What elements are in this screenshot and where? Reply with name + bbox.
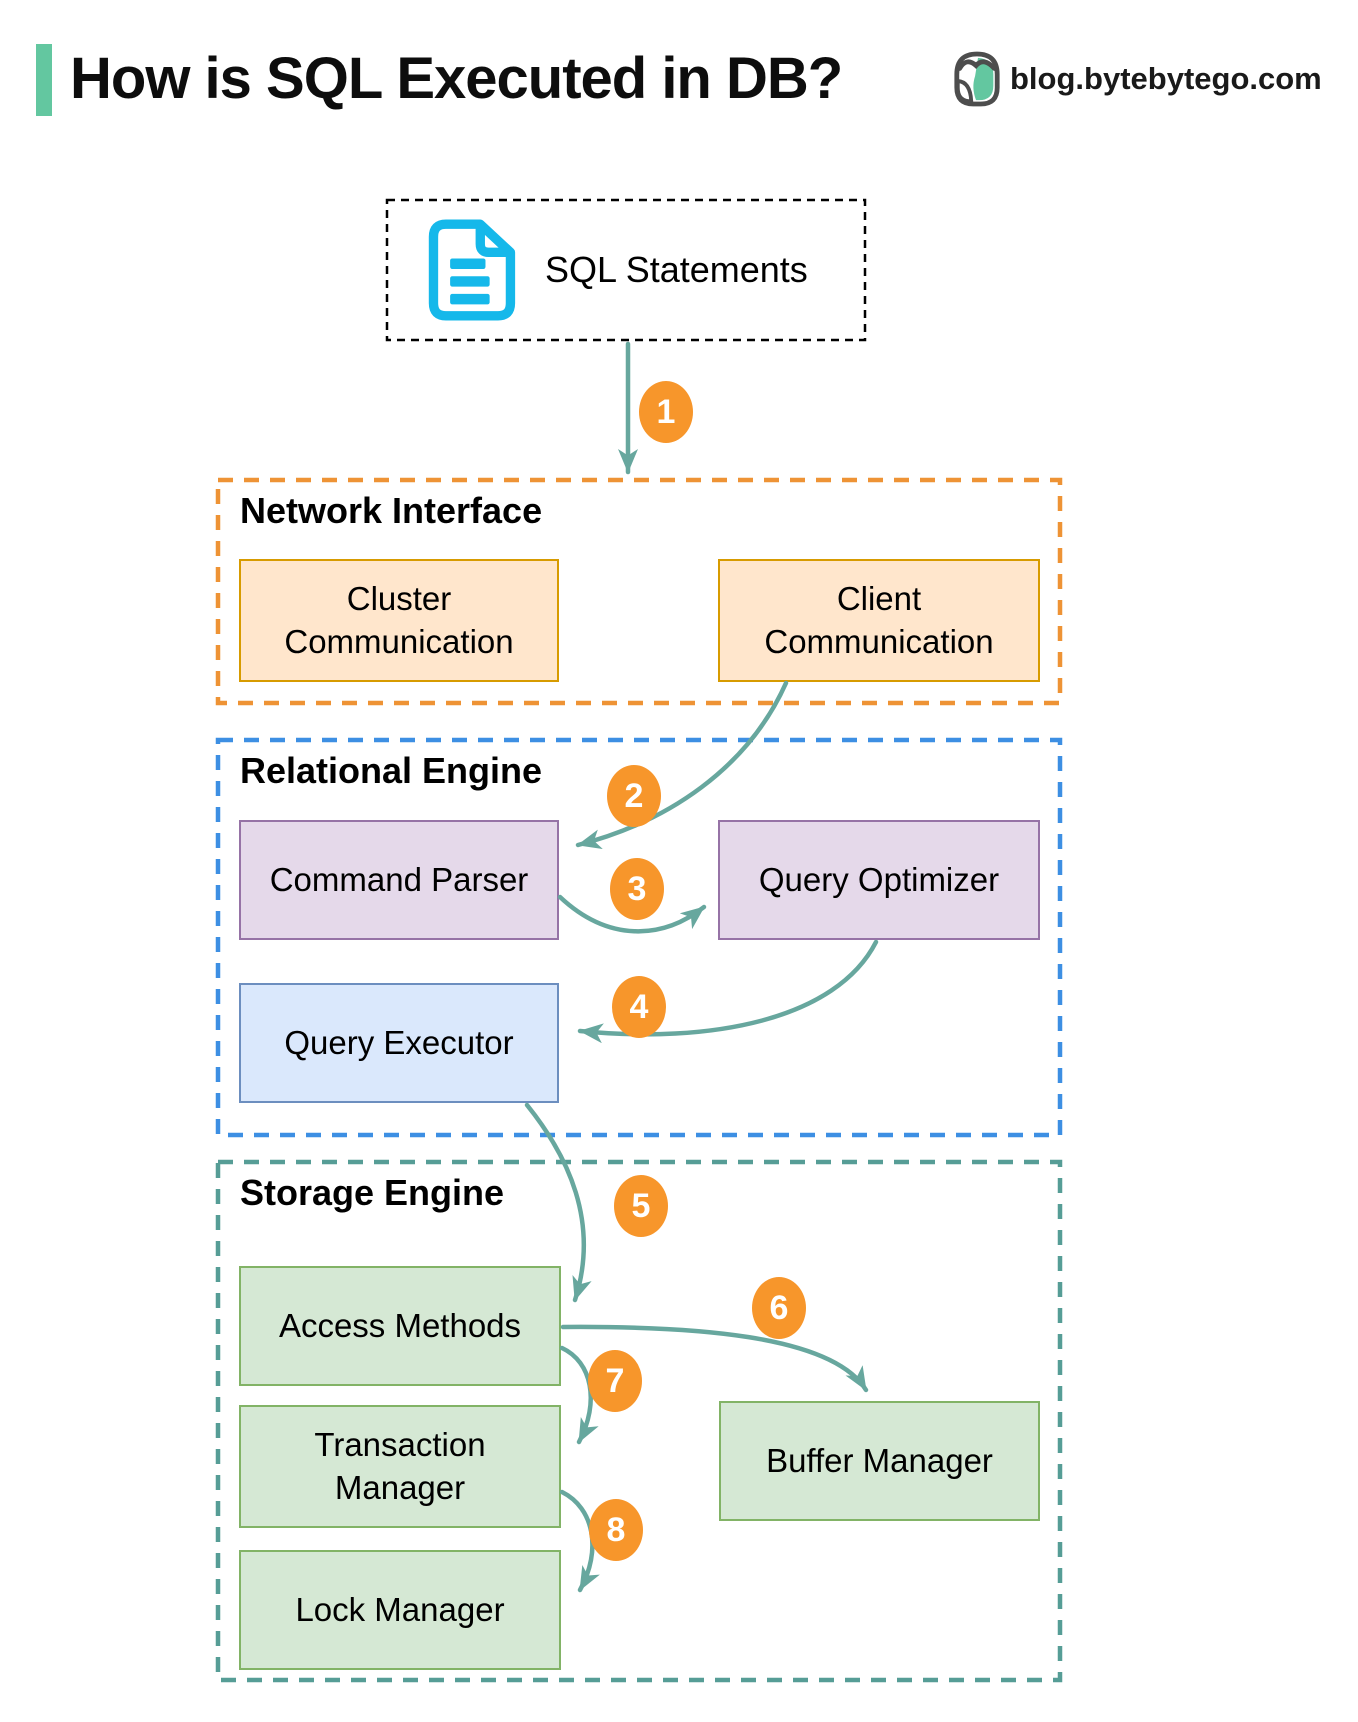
box-client-communication: Client Communication — [718, 559, 1040, 682]
box-label: Command Parser — [269, 860, 529, 898]
step-badge-6: 6 — [752, 1277, 806, 1339]
box-access-methods: Access Methods — [239, 1266, 561, 1386]
storage-engine-label: Storage Engine — [240, 1172, 505, 1213]
box-buffer-manager: Buffer Manager — [719, 1401, 1040, 1521]
relational-engine-label: Relational Engine — [240, 750, 543, 791]
box-command-parser: Command Parser — [239, 820, 559, 940]
bytebytego-owl-logo-icon — [952, 48, 1002, 110]
box-query-executor: Query Executor — [239, 983, 559, 1103]
step-badge-8: 8 — [589, 1499, 643, 1561]
box-label: Buffer Manager — [766, 1441, 993, 1479]
box-label: Cluster Communication — [284, 580, 514, 660]
step-badge-1: 1 — [639, 381, 693, 443]
brand: blog.bytebytego.com — [952, 46, 1322, 112]
box-label: Lock Manager — [295, 1590, 505, 1628]
step-badge-5: 5 — [614, 1175, 668, 1237]
page-title: How is SQL Executed in DB? — [70, 45, 843, 111]
box-label: Access Methods — [278, 1306, 522, 1344]
step-badge-2: 2 — [607, 765, 661, 827]
box-label: Query Optimizer — [758, 860, 1000, 898]
sql-statements-label: SQL Statements — [545, 249, 808, 290]
box-label: Client Communication — [764, 580, 994, 660]
brand-site-text: blog.bytebytego.com — [1010, 61, 1322, 96]
box-cluster-communication: Cluster Communication — [239, 559, 559, 682]
flow-arrow-7 — [559, 1345, 599, 1445]
box-label: Transaction Manager — [314, 1426, 486, 1506]
box-transaction-manager: Transaction Manager — [239, 1405, 561, 1528]
flow-arrow-8 — [559, 1489, 600, 1593]
title-accent-bar — [36, 44, 52, 116]
box-lock-manager: Lock Manager — [239, 1550, 561, 1670]
box-query-optimizer: Query Optimizer — [718, 820, 1040, 940]
step-badge-3: 3 — [610, 858, 664, 920]
network-interface-label: Network Interface — [240, 490, 543, 531]
box-label: Query Executor — [284, 1023, 514, 1061]
step-badge-7: 7 — [588, 1350, 642, 1412]
step-badge-4: 4 — [612, 976, 666, 1038]
document-icon — [421, 218, 525, 322]
